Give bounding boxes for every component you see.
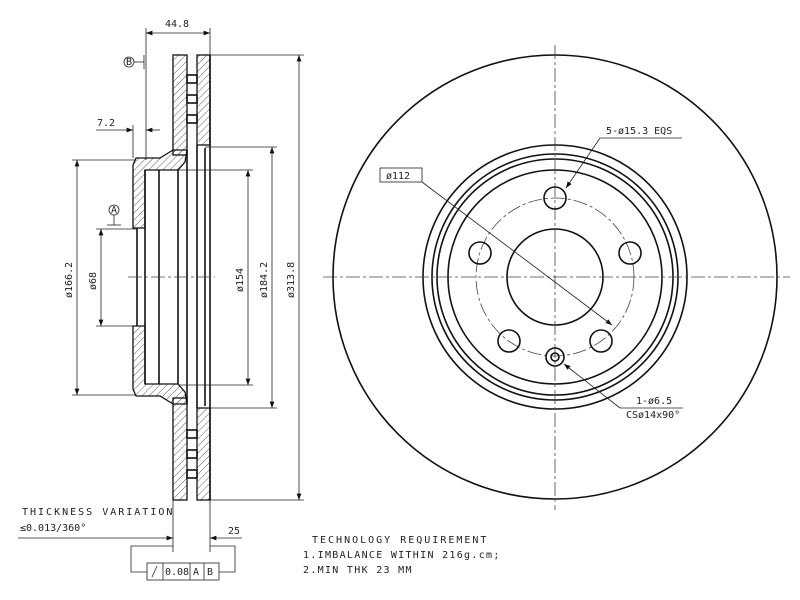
dim-25-label: 25 xyxy=(228,526,240,537)
thickness-value: ≤0.013/360° xyxy=(20,523,86,534)
requirements-title: TECHNOLOGY REQUIREMENT xyxy=(312,535,488,546)
inboard-plate-bottom xyxy=(196,407,211,501)
hat-bottom xyxy=(132,325,188,405)
dim-154-label: ø154 xyxy=(235,268,246,292)
bolt-circle-label: ø112 xyxy=(386,171,410,182)
front-view: ø112 5-ø15.3 EQS 1-ø6.5 CSø14x90° xyxy=(323,45,790,510)
thickness-title: THICKNESS VARIATION xyxy=(22,507,174,518)
frame-ref-a: A xyxy=(193,567,199,578)
inboard-plate-top xyxy=(196,54,211,146)
dim-bore-label: ø68 xyxy=(88,272,99,290)
small-hole-label: 1-ø6.5 xyxy=(636,396,672,407)
frame-value: 0.08 xyxy=(165,567,189,578)
small-hole xyxy=(545,347,565,367)
dim-184-label: ø184.2 xyxy=(259,262,270,298)
dim-outer-label: ø313.8 xyxy=(286,262,297,298)
dim-offset-label: 7.2 xyxy=(97,118,115,129)
dim-hub-dia-label: ø166.2 xyxy=(64,262,75,298)
bolt-holes xyxy=(468,186,642,353)
countersink-label: CSø14x90° xyxy=(626,410,680,421)
dim-width-label: 44.8 xyxy=(165,19,189,30)
hat-top xyxy=(132,149,188,229)
dimension-lines xyxy=(72,28,304,501)
requirement-item: 2.MIN THK 23 MM xyxy=(303,565,413,576)
runout-symbol-icon xyxy=(151,565,158,578)
requirements: TECHNOLOGY REQUIREMENT 1.IMBALANCE WITHI… xyxy=(303,535,501,576)
vent-slots xyxy=(186,74,198,479)
outboard-plate-top xyxy=(172,54,188,156)
leaders xyxy=(379,137,683,409)
requirement-item: 1.IMBALANCE WITHIN 216g.cm; xyxy=(303,550,501,561)
side-section-view: 44.8 7.2 B A ø166.2 ø68 ø154 ø184.2 ø313… xyxy=(64,19,304,501)
datum-b-label: B xyxy=(126,57,132,68)
bolt-holes-label: 5-ø15.3 EQS xyxy=(606,126,672,137)
frame-ref-b: B xyxy=(207,567,213,578)
tolerance-block: THICKNESS VARIATION ≤0.013/360° 25 0.08 … xyxy=(18,500,242,581)
datum-a-label: A xyxy=(111,205,117,216)
outboard-plate-bottom xyxy=(172,397,188,501)
